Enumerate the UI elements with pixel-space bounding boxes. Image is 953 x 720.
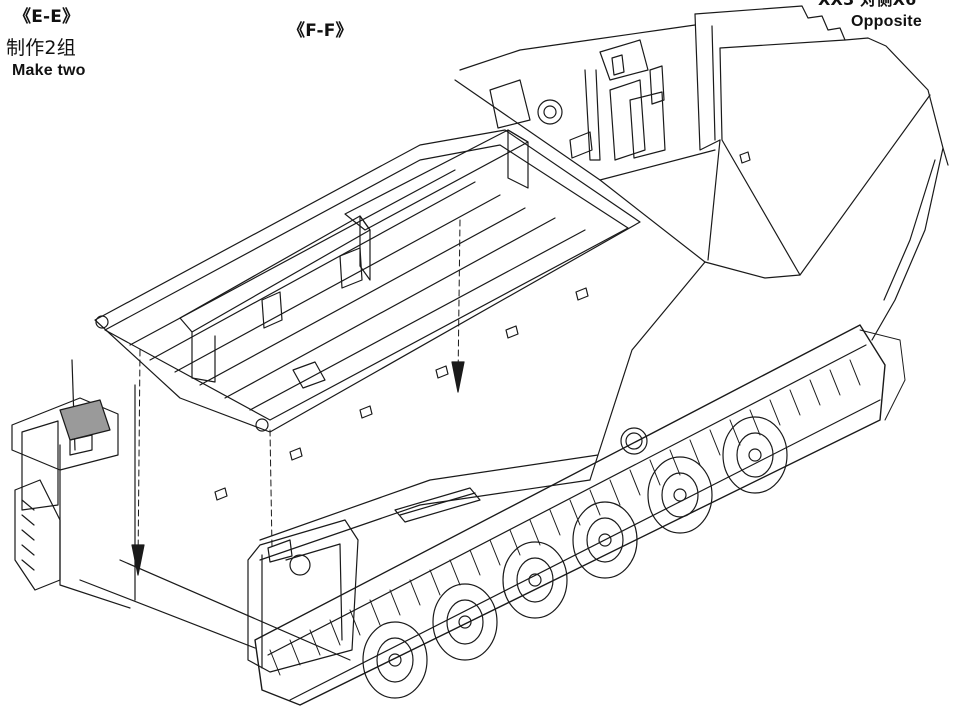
section-ff-title: 《F-F》: [288, 21, 353, 41]
section-ee-chinese-note: 制作2组: [6, 37, 76, 59]
track-assembly: [254, 324, 906, 706]
alignment-arrows: [131, 361, 465, 576]
front-track-end: [14, 479, 61, 591]
locating-blocks: [214, 151, 751, 501]
track-links: [269, 359, 861, 676]
floor-plate-assembly: [94, 129, 641, 433]
section-ee-title: 《E-E》: [14, 7, 80, 27]
hull-body: [11, 5, 949, 673]
alignment-lines: [137, 219, 461, 566]
interior-equipment: [459, 24, 696, 161]
opposite-side-english-note: Opposite: [851, 13, 922, 30]
opposite-side-chinese-note: XX3 对侧X6: [818, 0, 916, 9]
road-wheels: [362, 416, 788, 699]
section-ee-english-note: Make two: [12, 62, 86, 79]
